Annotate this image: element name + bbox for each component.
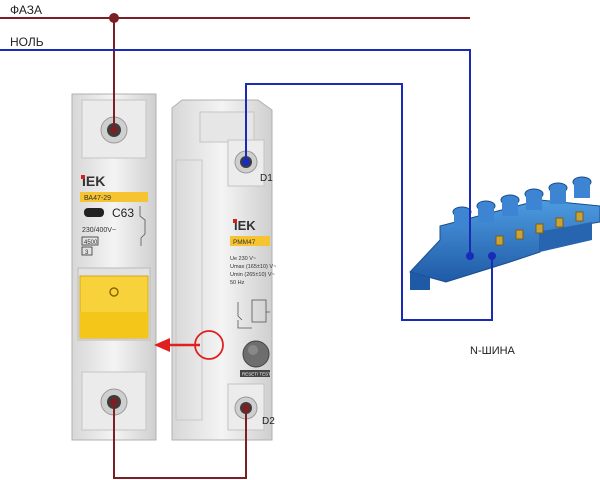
n-bus-label: N-ШИНА xyxy=(470,345,516,357)
phase-junction xyxy=(109,13,119,23)
breaker-class-box xyxy=(81,246,93,256)
module-schematic xyxy=(237,299,270,329)
terminal-d2-label: D2 xyxy=(262,416,275,427)
phase-breaker-bottom-contact xyxy=(110,398,118,406)
bus-brass-holes xyxy=(495,211,584,246)
module-brand-accent xyxy=(233,219,237,223)
bus-foot-left xyxy=(410,272,446,290)
reset-test-caption: RESET/ TEST xyxy=(242,372,271,377)
module-spec-line-1: Ue 230 V~ xyxy=(230,256,256,262)
breaker-brand: IEK xyxy=(82,173,105,189)
neutral-main-line xyxy=(0,49,471,256)
neutral-label: НОЛЬ xyxy=(10,35,44,49)
neutral-bus-contact-1 xyxy=(466,252,474,260)
module-model-label xyxy=(230,236,270,246)
breaker-model-label xyxy=(80,192,148,202)
bus-screw-row xyxy=(452,176,592,228)
circuit-breaker: IEK ВА47-29 C63 230/400V~ 4500 3 xyxy=(71,93,157,441)
neutral-wiring xyxy=(0,49,493,321)
phase-breaker-to-d2 xyxy=(113,402,247,479)
phase-d2-contact xyxy=(242,404,250,412)
breaker-model: ВА47-29 xyxy=(84,195,111,202)
phase-breaker-top-contact xyxy=(110,126,118,134)
module-model: РММ47 xyxy=(233,239,256,246)
breaker-capacity: 4500 xyxy=(84,240,98,246)
module-side-panel xyxy=(175,159,203,421)
neutral-d1-contact xyxy=(242,158,250,166)
breaker-capacity-box xyxy=(81,236,99,246)
breaker-brand-accent xyxy=(81,175,85,179)
breaker-toggle-lower xyxy=(80,312,148,338)
neutral-bus-contact-2 xyxy=(488,252,496,260)
breaker-rating: C63 xyxy=(112,206,134,220)
breaker-toggle-hole xyxy=(109,287,119,297)
module-spec-line-2: Umax (165±10) V~ xyxy=(230,264,276,270)
reset-test-caption-plate xyxy=(240,370,270,377)
bus-body xyxy=(409,199,600,283)
neutral-bus-bar xyxy=(409,176,600,290)
module-spec-line-4: 50 Hz xyxy=(230,280,245,286)
voltage-release-module: D1 IEK РММ47 Ue 230 V~ Umax (165±10) V~ … xyxy=(154,99,276,441)
phase-wiring xyxy=(0,17,470,479)
reset-test-button-highlight xyxy=(248,345,258,355)
terminal-d1-label: D1 xyxy=(260,173,273,184)
breaker-voltage: 230/400V~ xyxy=(82,227,116,234)
breaker-indicator xyxy=(84,208,104,217)
coupling-arrow-head xyxy=(154,338,170,352)
neutral-d1-to-bus xyxy=(245,83,493,321)
bus-foot-right xyxy=(540,222,592,252)
module-spec-line-3: Umin (265±10) V~ xyxy=(230,272,275,278)
breaker-schematic-symbol xyxy=(139,206,146,246)
breaker-class: 3 xyxy=(85,250,89,256)
module-brand: IEK xyxy=(234,218,256,233)
phase-label: ФАЗА xyxy=(10,3,42,17)
